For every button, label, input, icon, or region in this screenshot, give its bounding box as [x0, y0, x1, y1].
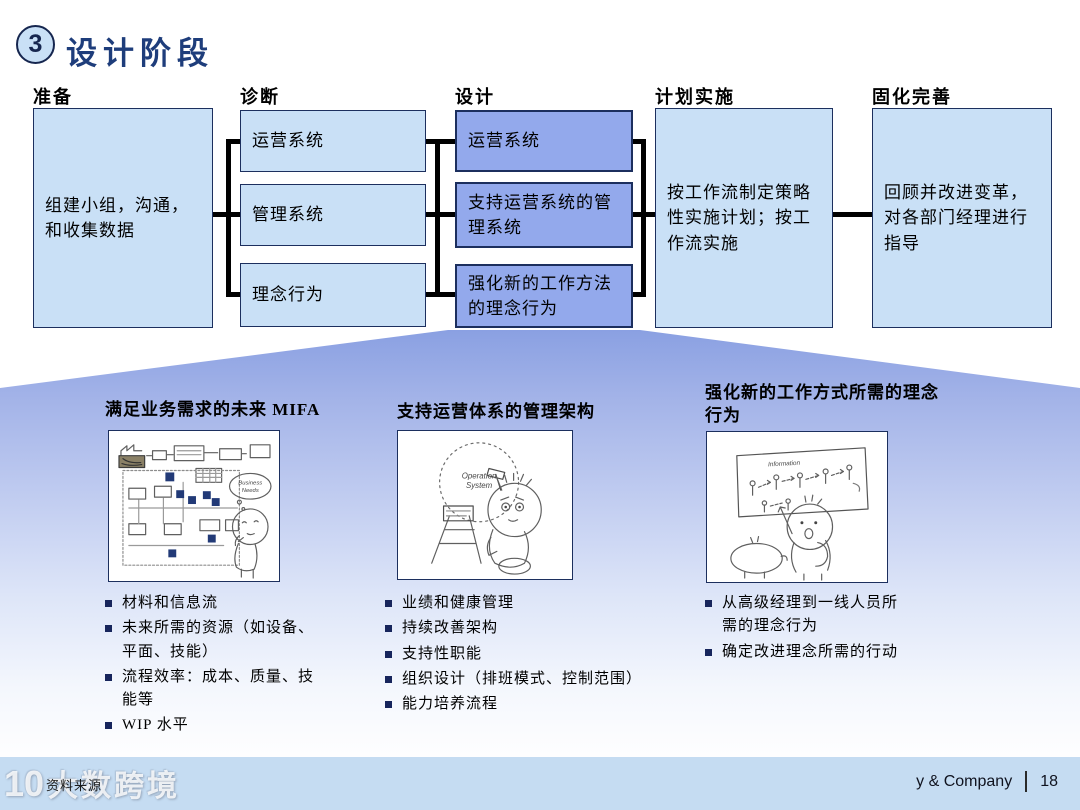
phase-number-badge: 3 [16, 25, 55, 64]
sketch-label: Needs [242, 488, 259, 494]
connector-line [426, 139, 455, 144]
flow-box-diagnose-management: 管理系统 [240, 184, 426, 246]
bullet-square-icon [385, 625, 392, 633]
list-item: 业绩和健康管理 [385, 592, 685, 615]
connector-line [426, 212, 455, 217]
list-item: 能力培养流程 [385, 693, 685, 716]
company-name: y & Company [916, 772, 1013, 790]
bullet-list-management: 业绩和健康管理 持续改善架构 支持性职能 组织设计（排班模式、控制范围） 能力培… [385, 592, 685, 718]
column-header-design: 设计 [455, 87, 495, 107]
page-number: 18 [1040, 772, 1058, 790]
bullet-text: 业绩和健康管理 [402, 595, 515, 611]
flow-box-diagnose-operating: 运营系统 [240, 110, 426, 172]
presenter-at-information-board-icon: Information [730, 447, 869, 581]
page-title: 设计阶段 [66, 36, 214, 71]
flow-box-sustain: 回顾并改进变革，对各部门经理进行指导 [872, 108, 1052, 328]
sketch-label: Operation [462, 471, 497, 480]
bullet-square-icon [385, 600, 392, 607]
sketch-label: System [466, 481, 493, 490]
watermark: 10 大数跨境 [4, 761, 180, 805]
flow-box-design-management: 支持运营系统的管理系统 [455, 182, 633, 248]
list-item: 流程效率：成本、质量、技能等 [105, 666, 317, 713]
flow-box-prepare: 组建小组，沟通，和收集数据 [33, 108, 213, 328]
connector-line [226, 292, 240, 297]
column-header-diagnose: 诊断 [240, 87, 280, 107]
bullet-list-mindset: 从高级经理到一线人员所需的理念行为 确定改进理念所需的行动 [705, 592, 910, 666]
illustration-management-sketch: Operation System [397, 430, 573, 580]
watermark-logo: 10 [4, 763, 45, 804]
connector-line [633, 292, 646, 297]
footer-bar: 10 大数跨境 资料来源 y & Company 18 [0, 757, 1080, 810]
connector-line [435, 139, 440, 297]
illustration-mifa-sketch: Business Needs [108, 430, 280, 582]
connector-line [833, 212, 872, 217]
connector-line [633, 139, 646, 144]
list-item: WIP 水平 [105, 714, 317, 737]
flow-box-text: 支持运营系统的管理系统 [468, 192, 612, 238]
bullet-square-icon [105, 625, 112, 633]
flow-box-design-mindset: 强化新的工作方法的理念行为 [455, 264, 633, 328]
column-header-plan: 计划实施 [655, 87, 735, 107]
column-header-sustain: 固化完善 [872, 87, 952, 107]
flow-box-text: 按工作流制定策略性实施计划；按工作流实施 [667, 182, 811, 253]
flow-box-text: 运营系统 [468, 131, 540, 151]
bullet-text: 从高级经理到一线人员所需的理念行为 [722, 595, 899, 635]
connector-line [641, 139, 646, 297]
watermark-text: 大数跨境 [48, 770, 181, 803]
bullet-text: 组织设计（排班模式、控制范围） [402, 670, 643, 687]
list-item: 未来所需的资源（如设备、平面、技能） [105, 617, 317, 664]
bullet-text: 能力培养流程 [402, 696, 499, 712]
connector-line [226, 139, 240, 144]
divider [1025, 771, 1028, 792]
list-item: 从高级经理到一线人员所需的理念行为 [705, 592, 910, 639]
bullet-text: 持续改善架构 [402, 620, 499, 637]
bullet-square-icon [385, 650, 392, 658]
column-header-prepare: 准备 [33, 87, 73, 107]
source-label: 资料来源 [46, 778, 103, 793]
bullet-text: 确定改进理念所需的行动 [722, 643, 899, 660]
connector-line [426, 292, 455, 297]
list-item: 组织设计（排班模式、控制范围） [385, 668, 685, 691]
bullet-square-icon [105, 600, 112, 607]
flow-box-design-operating: 运营系统 [455, 110, 633, 172]
bullet-text: WIP 水平 [122, 717, 189, 734]
list-item: 材料和信息流 [105, 592, 317, 615]
flow-box-text: 强化新的工作方法的理念行为 [468, 273, 612, 319]
bullet-square-icon [105, 673, 112, 681]
connector-line [633, 212, 655, 217]
flow-box-text: 理念行为 [252, 285, 324, 305]
sketch-label: Information [768, 460, 801, 469]
flow-box-text: 回顾并改进变革，对各部门经理进行指导 [884, 182, 1028, 253]
flow-box-diagnose-mindset: 理念行为 [240, 263, 426, 327]
bullet-list-mifa: 材料和信息流 未来所需的资源（如设备、平面、技能） 流程效率：成本、质量、技能等… [105, 592, 317, 740]
illustration-mindset-sketch: Information [706, 431, 888, 583]
bullet-text: 未来所需的资源（如设备、平面、技能） [122, 620, 315, 660]
bullet-text: 流程效率：成本、质量、技能等 [122, 668, 315, 708]
bullet-square-icon [705, 600, 712, 607]
bullet-text: 材料和信息流 [122, 595, 219, 611]
flow-box-plan: 按工作流制定策略性实施计划；按工作流实施 [655, 108, 833, 328]
list-item: 支持性职能 [385, 643, 685, 666]
list-item: 确定改进理念所需的行动 [705, 641, 910, 664]
thinking-figure-with-value-stream-map-icon: Business Needs [118, 444, 272, 579]
company-line: y & Company 18 [916, 771, 1058, 792]
flow-box-text: 运营系统 [252, 131, 324, 151]
figure-at-ladder-operation-system-icon: Operation System [431, 442, 542, 575]
flow-box-text: 管理系统 [252, 205, 324, 225]
panel-heading-mindset: 强化新的工作方式所需的理念行为 [705, 383, 939, 425]
bullet-square-icon [105, 722, 112, 730]
flow-box-text: 组建小组，沟通，和收集数据 [45, 195, 189, 241]
bullet-square-icon [705, 648, 712, 656]
bullet-square-icon [385, 675, 392, 683]
bullet-square-icon [385, 701, 392, 708]
bullet-text: 支持性职能 [402, 645, 483, 662]
panel-heading-mifa: 满足业务需求的未来 MIFA [105, 400, 321, 419]
list-item: 持续改善架构 [385, 617, 685, 640]
sketch-label: Business [238, 480, 262, 486]
panel-heading-management: 支持运营体系的管理架构 [397, 402, 595, 421]
connector-line [226, 139, 231, 297]
